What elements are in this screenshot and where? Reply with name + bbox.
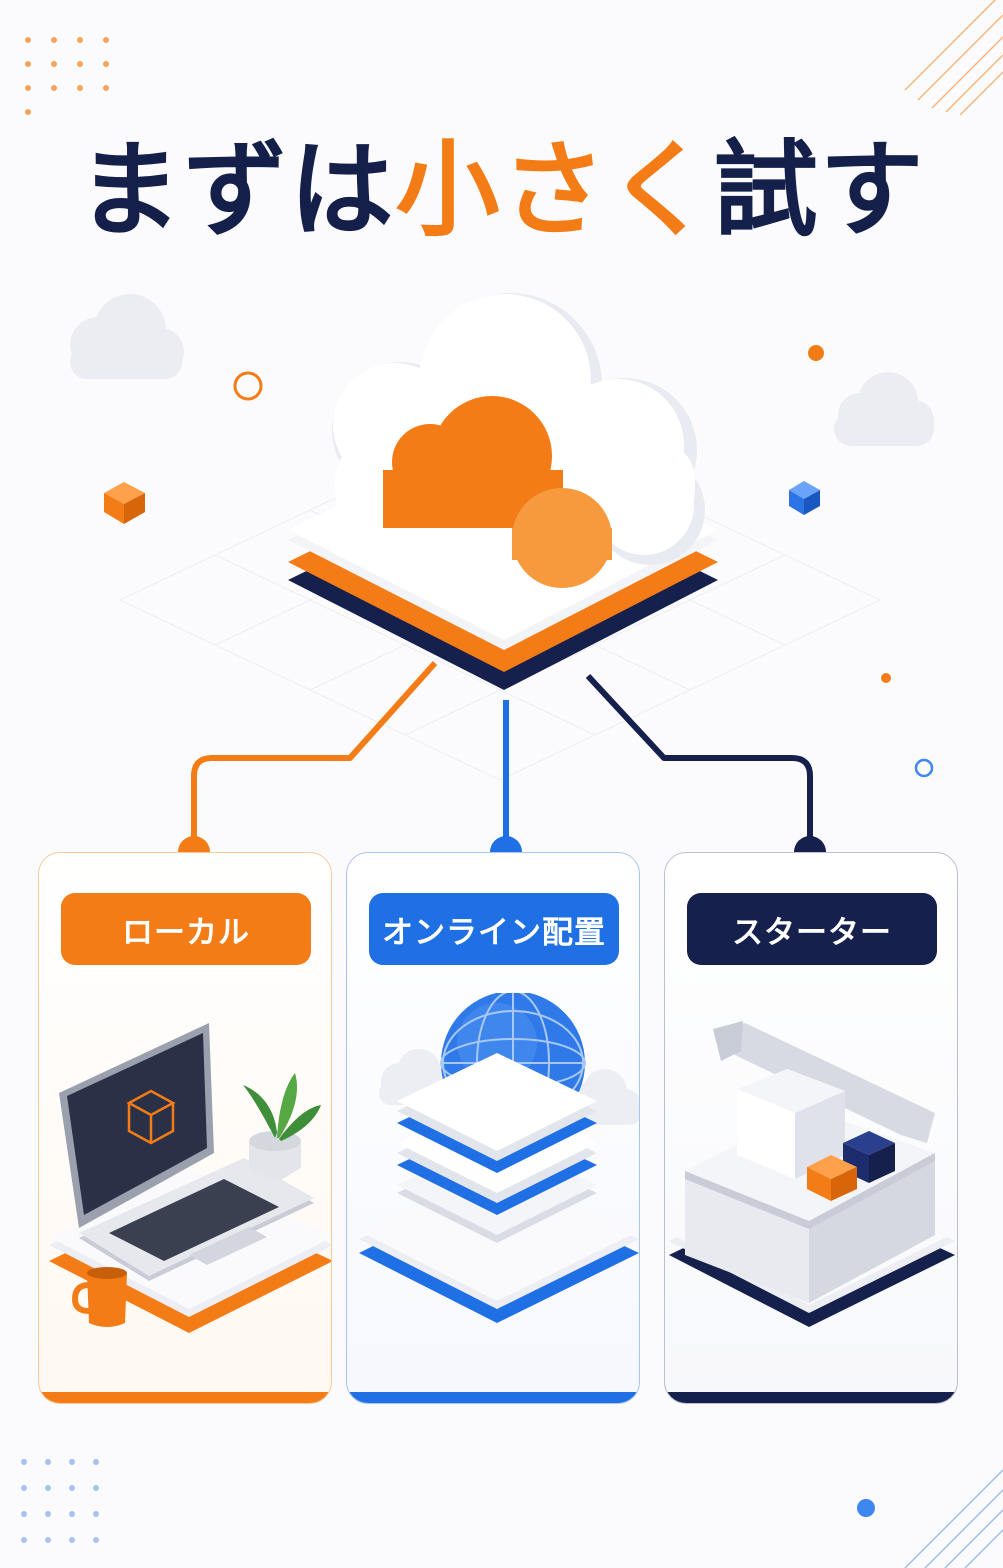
card-bottom-bar [665,1392,957,1403]
pill-label: ローカル [122,914,250,951]
headline: まずは小さく試す [0,128,1003,253]
cloud-left-icon [70,294,184,379]
connector-lines [191,660,813,852]
diagonal-lines-top-right [904,0,1003,116]
laptop-icon [49,1023,331,1333]
orange-dot [808,345,824,361]
headline-accent: 小さく [395,129,714,251]
card-bottom-bar [39,1392,331,1403]
card-local[interactable]: ローカル [38,852,332,1404]
blue-dot-bottom [857,1499,875,1517]
blue-cube-icon [789,481,820,515]
pill-label: オンライン配置 [382,914,606,951]
blue-ring [914,758,934,778]
connector-navy [585,673,813,852]
dot-grid-top-left [25,37,109,115]
cloud-right-icon [834,372,934,446]
dot-grid-bottom-left [21,1459,99,1543]
headline-part-2: 試す [713,129,926,251]
diagonal-lines-bottom-right [904,1469,1003,1568]
connector-orange [191,660,438,852]
pill-online: オンライン配置 [369,893,619,965]
starter-box-icon [669,1021,955,1327]
orange-cube-icon [104,482,145,524]
headline-part-1: まずは [77,129,396,251]
card-bottom-bar [347,1392,639,1403]
pill-starter: スターター [687,893,937,965]
orange-dot-small [881,673,891,683]
pill-local: ローカル [61,893,311,965]
pill-label: スターター [732,914,892,951]
cloud-hub-icon [288,293,718,690]
card-starter[interactable]: スターター [664,852,958,1404]
globe-server-icon [359,993,639,1323]
orange-ring [233,371,263,401]
card-online[interactable]: オンライン配置 [346,852,640,1404]
